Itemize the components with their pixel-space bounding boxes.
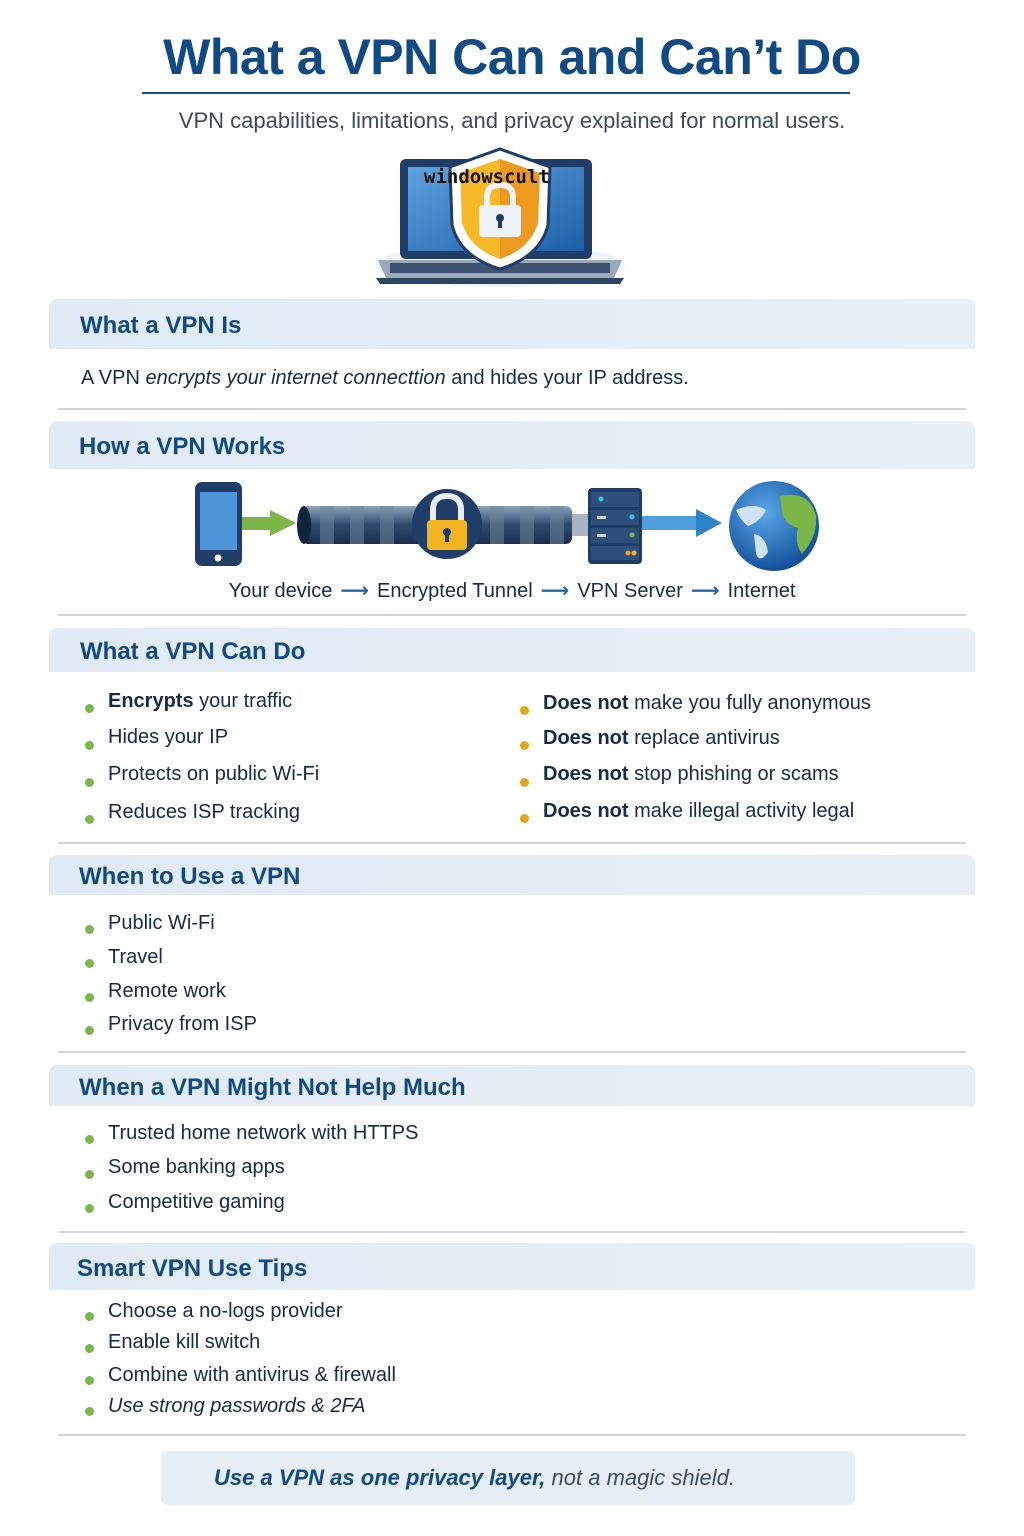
list-item: Some banking apps	[83, 1156, 418, 1191]
list-item: Does not replace antivirus	[518, 727, 871, 763]
list-item: Public Wi-Fi	[83, 912, 257, 946]
list-item: Does not make you fully anonymous	[518, 692, 871, 727]
section-title: When to Use a VPN	[79, 863, 301, 890]
page-subtitle: VPN capabilities, limitations, and priva…	[178, 108, 846, 133]
section-header-what-is: What a VPN Is	[49, 299, 975, 349]
cannot-do-list: Does not make you fully anonymous Does n…	[518, 692, 871, 835]
list-item: Does not make illegal activity legal	[518, 800, 871, 835]
list-item: Encrypts your traffic	[83, 690, 319, 726]
not-help-list: Trusted home network with HTTPS Some ban…	[83, 1122, 418, 1225]
section-header-when-use: When to Use a VPN	[49, 855, 975, 895]
section-title: How a VPN Works	[79, 433, 286, 460]
section-header-how-works: How a VPN Works	[49, 421, 975, 469]
watermark-text: windowscult	[424, 166, 550, 188]
list-item: Trusted home network with HTTPS	[83, 1122, 418, 1156]
step-label: Internet	[727, 580, 796, 602]
arrow-right-icon: ⟶	[340, 580, 370, 602]
footer-text: Use a VPN as one privacy layer, not a ma…	[214, 1465, 735, 1490]
section-header-can-do: What a VPN Can Do	[49, 628, 975, 672]
section-title: Smart VPN Use Tips	[77, 1255, 308, 1282]
list-item: Use strong passwords & 2FA	[83, 1395, 396, 1426]
list-item: Choose a no-logs provider	[83, 1300, 396, 1331]
vpn-flow-diagram	[195, 481, 819, 571]
list-item: Competitive gaming	[83, 1191, 418, 1225]
divider	[58, 1051, 966, 1053]
page-title: What a VPN Can and Can’t Do	[163, 29, 861, 85]
globe-icon	[729, 481, 819, 571]
divider	[58, 842, 966, 844]
list-item: Travel	[83, 946, 257, 980]
divider	[58, 1231, 966, 1233]
tips-list: Choose a no-logs provider Enable kill sw…	[83, 1300, 396, 1426]
green-arrow-icon	[242, 510, 296, 536]
step-label: VPN Server	[577, 580, 683, 602]
when-use-list: Public Wi-Fi Travel Remote work Privacy …	[83, 912, 257, 1047]
section-title: What a VPN Can Do	[80, 638, 306, 665]
laptop-shield-lock-icon	[375, 147, 625, 287]
padlock-icon	[412, 489, 482, 559]
list-item: Reduces ISP tracking	[83, 801, 319, 837]
vpn-flow-labels: Your device ⟶ Encrypted Tunnel ⟶ VPN Server ⟶…	[0, 578, 1024, 603]
list-item: Enable kill switch	[83, 1331, 396, 1364]
step-label: Encrypted Tunnel	[377, 580, 533, 602]
footer-callout: Use a VPN as one privacy layer, not a ma…	[161, 1451, 855, 1505]
section-title: When a VPN Might Not Help Much	[79, 1074, 466, 1101]
list-item: Remote work	[83, 980, 257, 1013]
section-header-not-help: When a VPN Might Not Help Much	[49, 1065, 975, 1106]
server-icon	[588, 488, 642, 564]
arrow-right-icon: ⟶	[540, 580, 570, 602]
divider	[58, 1434, 966, 1436]
smartphone-icon	[195, 482, 242, 566]
what-is-description: A VPN encrypts your internet connecttion…	[81, 367, 689, 389]
section-header-tips: Smart VPN Use Tips	[49, 1243, 975, 1290]
blue-arrow-icon	[642, 509, 722, 537]
divider	[58, 614, 966, 616]
list-item: Does not stop phishing or scams	[518, 763, 871, 800]
list-item: Protects on public Wi-Fi	[83, 763, 319, 801]
step-label: Your device	[228, 580, 333, 602]
divider	[58, 408, 966, 410]
list-item: Hides your IP	[83, 726, 319, 763]
section-title: What a VPN Is	[80, 312, 242, 339]
list-item: Privacy from ISP	[83, 1013, 257, 1047]
arrow-right-icon: ⟶	[690, 580, 720, 602]
title-underline	[142, 92, 850, 94]
can-do-list: Encrypts your traffic Hides your IP Prot…	[83, 690, 319, 837]
list-item: Combine with antivirus & firewall	[83, 1364, 396, 1395]
